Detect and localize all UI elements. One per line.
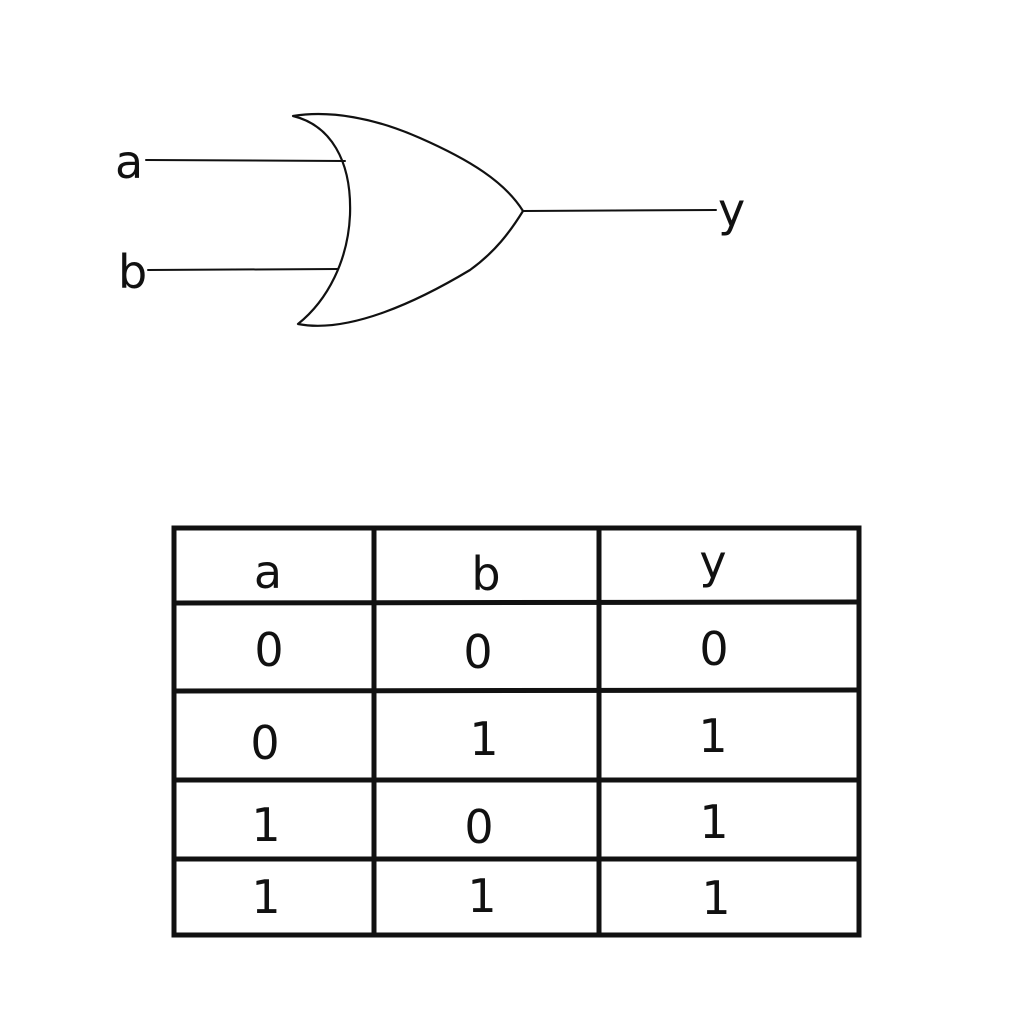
input-a-wire [145, 159, 346, 162]
row-divider [171, 599, 862, 606]
table-cell: 0 [254, 623, 283, 677]
table-cell: 1 [699, 795, 728, 849]
table-header-b: b [471, 547, 500, 601]
table-cell: 1 [701, 871, 730, 925]
table-cell: 1 [251, 870, 280, 924]
table-cell: 0 [464, 800, 493, 854]
table-cell: 0 [699, 622, 728, 676]
table-header-y: y [699, 535, 726, 589]
input-a-label: a [115, 135, 143, 189]
truth-table: a b y 0 0 0 0 1 1 1 0 1 1 1 1 [171, 525, 862, 938]
input-b-wire [147, 268, 339, 271]
table-header-a: a [254, 545, 282, 599]
table-cell: 1 [251, 798, 280, 852]
table-cell: 0 [250, 716, 279, 770]
table-cell: 1 [469, 712, 498, 766]
output-y-wire [522, 209, 717, 212]
output-y-label: y [718, 183, 745, 237]
or-gate-circuit: a b y [115, 112, 745, 327]
table-cell: 0 [463, 625, 492, 679]
table-cell: 1 [467, 869, 496, 923]
input-b-label: b [118, 245, 147, 299]
table-cell: 1 [698, 709, 727, 763]
row-divider [171, 687, 862, 694]
or-gate-symbol [291, 112, 525, 327]
truth-table-border [171, 525, 862, 938]
